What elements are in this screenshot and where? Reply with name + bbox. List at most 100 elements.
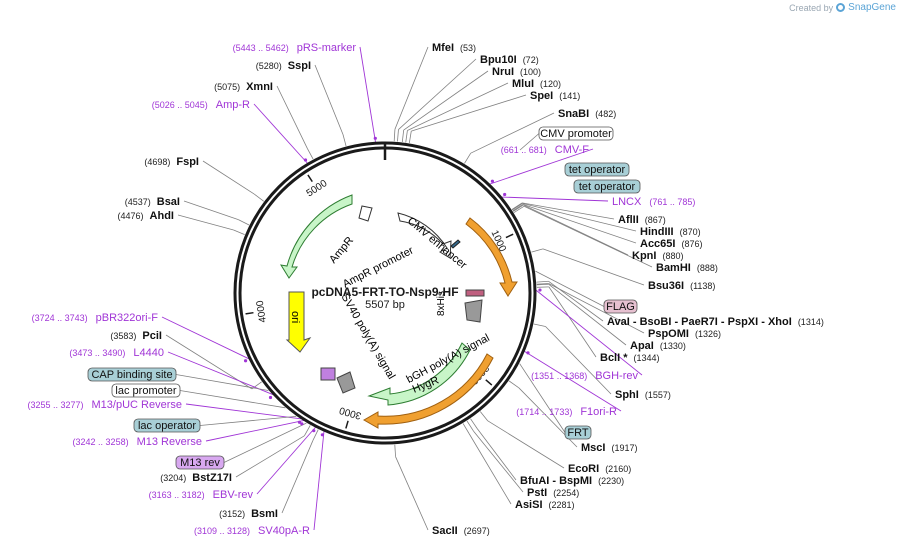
site-leader (281, 440, 314, 514)
site-name: SpeI (530, 90, 553, 102)
site-position: (876) (681, 239, 702, 249)
site-label: SnaBI(482) (558, 108, 616, 120)
site-label: MfeI (53) (432, 42, 476, 54)
site-leader (466, 420, 474, 432)
site-label: Bsu36I(1138) (648, 280, 715, 292)
primer-leader (167, 351, 274, 396)
site-label: SphI(1557) (615, 389, 671, 401)
primer-name: EBV-rev (213, 489, 254, 501)
orange-upper-feature[interactable] (465, 217, 518, 297)
ampr-arrow[interactable] (279, 194, 353, 279)
primer-mark (300, 422, 304, 426)
feature-box-label: CAP binding site (91, 369, 172, 381)
feature-box[interactable] (564, 425, 592, 440)
site-position: (5280) (256, 61, 282, 71)
site-position: (2697) (464, 526, 490, 536)
cmv-enhancer-arrow[interactable] (397, 212, 452, 259)
site-position: (2230) (598, 476, 624, 486)
ori-arrow[interactable] (285, 291, 312, 353)
cmv-promoter-segment[interactable] (450, 239, 461, 249)
site-position: (888) (697, 263, 718, 273)
site-label: PstI(2254) (527, 487, 579, 499)
site-name: BfuAI - BspMI (520, 475, 592, 487)
bgh-polya-block[interactable] (464, 299, 483, 323)
site-label: (5280) SspI (256, 60, 311, 72)
site-label: AsiSI (2281) (515, 499, 575, 511)
primer-name: CMV-F (555, 144, 590, 156)
hygr-arrow[interactable] (367, 342, 471, 406)
primer-leader (313, 431, 325, 531)
site-position: (870) (680, 227, 701, 237)
feature-box[interactable] (111, 383, 181, 398)
primer-mark (243, 359, 248, 363)
site-label: Bpu10I (72) (480, 54, 539, 66)
site-leader (462, 423, 470, 434)
primer-leader (535, 289, 643, 376)
primer-leader (489, 148, 594, 185)
site-marks (243, 136, 542, 437)
feature-box[interactable] (603, 299, 638, 314)
site-leader (235, 435, 305, 478)
primer-label: LNCX(761 .. 785) (612, 196, 695, 208)
site-leader (508, 380, 520, 389)
site-leader (548, 283, 627, 346)
site-leader (522, 203, 637, 244)
site-name: KpnI (632, 250, 656, 262)
primer-range: (5026 .. 5045) (152, 100, 208, 110)
site-label: BamHI(888) (656, 262, 718, 274)
site-leader (536, 280, 549, 283)
site-name: SspI (288, 60, 311, 72)
snapgene-logo-icon (836, 3, 846, 12)
site-position: (72) (523, 55, 539, 65)
primer-label: (3473 .. 3490)L4440 (69, 347, 164, 359)
feature-label-8xhis: 8xHis (436, 291, 447, 316)
site-name: BstZ17I (192, 472, 232, 484)
site-position: (3204) (160, 473, 186, 483)
site-leader (393, 129, 396, 142)
primer-name: pRS-marker (297, 42, 357, 54)
primer-mark (320, 433, 324, 437)
sv40-polya-block[interactable] (336, 371, 356, 394)
site-name: BsaI (157, 196, 180, 208)
primer-label: (3242 .. 3258)M13 Reverse (73, 436, 202, 448)
site-leader (533, 323, 546, 327)
site-name: Bpu10I (480, 54, 517, 66)
feature-box[interactable] (87, 367, 177, 382)
site-label: Acc65I (876) (640, 238, 703, 250)
site-label: AvaI - BsoBI - PaeR7I - PspXI - XhoI(131… (607, 316, 824, 328)
site-name: AsiSI (515, 499, 543, 511)
site-position: (2281) (549, 500, 575, 510)
site-leader (304, 425, 311, 437)
site-name: Acc65I (640, 238, 675, 250)
site-leader (468, 433, 512, 505)
site-label: HindIII(870) (640, 226, 701, 238)
primer-name: F1ori-R (580, 406, 617, 418)
feature-box[interactable] (175, 455, 225, 470)
tick-mark (485, 379, 493, 386)
site-position: (880) (662, 251, 683, 261)
lac-elements-box[interactable] (320, 367, 336, 381)
primer-range: (3724 .. 3743) (32, 313, 88, 323)
site-leader (238, 219, 250, 226)
ampr-promoter-arrow[interactable] (358, 205, 373, 222)
primer-mark (303, 158, 308, 162)
feature-box[interactable] (538, 126, 614, 141)
his-tag-box[interactable] (465, 289, 485, 297)
tick-label: 3000 (338, 404, 363, 421)
site-leader (513, 204, 524, 212)
site-name: BsmI (251, 508, 278, 520)
feature-label-cmv-enhancer: CMV enhancer (405, 215, 469, 272)
orange-lower-feature[interactable] (362, 353, 494, 429)
site-position: (53) (460, 43, 476, 53)
site-leader (312, 429, 319, 441)
site-leader (183, 200, 239, 220)
primer-range: (3473 .. 3490) (69, 348, 125, 358)
site-leader (403, 70, 489, 131)
site-name: MfeI (432, 42, 454, 54)
primer-name: M13 Reverse (137, 436, 202, 448)
primer-range: (3255 .. 3277) (27, 400, 83, 410)
feature-box[interactable] (564, 162, 630, 177)
site-name: SphI (615, 389, 639, 401)
feature-box[interactable] (573, 179, 641, 194)
feature-box[interactable] (133, 418, 201, 433)
